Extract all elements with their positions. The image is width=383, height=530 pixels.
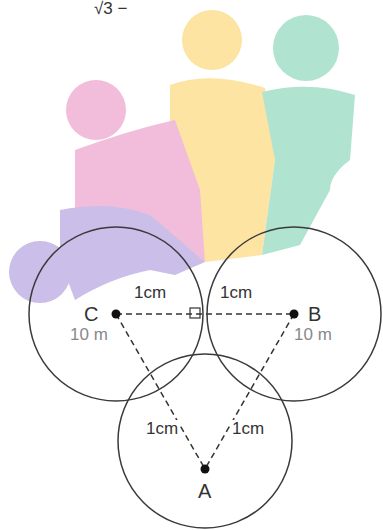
dashed-segment <box>205 314 294 469</box>
dashed-segment <box>116 313 294 315</box>
point-circle: C <box>28 226 204 402</box>
circle-outline <box>117 353 293 529</box>
pink-head <box>66 80 126 140</box>
length-label: 1cm <box>218 284 254 301</box>
people-logo <box>9 10 355 303</box>
length-label: 1cm <box>132 284 168 301</box>
point-label: A <box>198 481 211 501</box>
point-dot <box>112 310 121 319</box>
yellow-head <box>182 10 242 70</box>
dashed-segment <box>116 314 205 469</box>
circle-outline <box>207 227 381 401</box>
distance-label: 10 m <box>68 326 110 343</box>
point-label: B <box>308 304 321 324</box>
circle-outline <box>29 227 203 401</box>
point-dot <box>290 310 299 319</box>
green-body <box>262 87 355 255</box>
green-head <box>273 15 339 81</box>
point-circle: A <box>117 353 293 529</box>
circle-outline <box>206 226 382 402</box>
point-dot <box>201 465 210 474</box>
length-label: 1cm <box>230 420 266 437</box>
circle-outline <box>118 354 292 528</box>
midpoint-square <box>190 308 200 318</box>
point-label: C <box>84 304 98 324</box>
purple-body <box>60 206 205 300</box>
formula-fragment: √3 − <box>92 0 129 17</box>
length-label: 1cm <box>144 420 180 437</box>
distance-label: 10 m <box>292 326 334 343</box>
circle-outline <box>28 226 204 402</box>
point-circle: B <box>206 226 382 402</box>
